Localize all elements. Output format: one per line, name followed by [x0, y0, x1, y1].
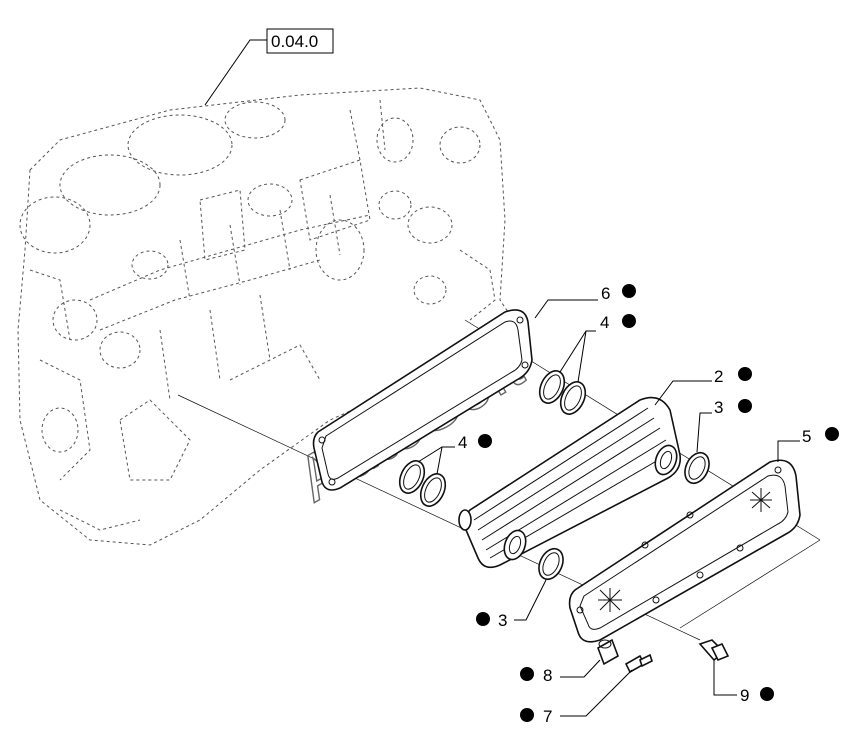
callout-6-dot: [622, 284, 636, 298]
callout-2-dot: [738, 367, 752, 381]
o-ring-part-3-upper: [684, 451, 710, 485]
callout-5-number: 5: [802, 427, 811, 446]
callout-2-number: 2: [714, 367, 723, 386]
callout-4-upper: 4: [559, 313, 636, 383]
callout-8-number: 8: [543, 666, 552, 685]
callout-9-dot: [760, 687, 774, 701]
o-ring-part-3-lower: [538, 547, 564, 581]
callout-7-dot: [520, 708, 534, 722]
callout-3-upper-number: 3: [714, 398, 723, 417]
callout-9: 9: [713, 660, 774, 705]
callout-4-upper-dot: [622, 314, 636, 328]
o-rings-part-4-upper: [538, 370, 587, 415]
screw-part-7: [624, 653, 653, 674]
callout-5: 5: [777, 427, 839, 462]
callout-8: 8: [520, 659, 601, 685]
callout-8-dot: [520, 667, 534, 681]
callout-5-dot: [825, 427, 839, 441]
reference-callout: 0.04.0: [204, 28, 334, 106]
callout-3-lower-dot: [476, 612, 490, 626]
plug-part-8: [597, 638, 619, 666]
oil-cooler-part-2: [458, 396, 682, 569]
callout-6: 6: [534, 284, 636, 319]
callout-3-upper: 3: [696, 398, 752, 453]
o-rings-part-4-lower: [398, 460, 447, 507]
callout-4-lower-number: 4: [458, 433, 467, 452]
engine-block: [17, 87, 521, 546]
callout-7-number: 7: [543, 707, 552, 726]
callout-4-lower-dot: [478, 434, 492, 448]
callout-3-lower-number: 3: [498, 611, 507, 630]
reference-label: 0.04.0: [271, 32, 318, 51]
callout-4-lower: 4: [417, 433, 492, 475]
callout-3-upper-dot: [738, 399, 752, 413]
callout-3-lower: 3: [476, 579, 547, 630]
callout-2: 2: [654, 367, 752, 406]
cover-plate-part-5: [568, 459, 801, 643]
callout-6-number: 6: [601, 284, 610, 303]
callout-9-number: 9: [740, 686, 749, 705]
callout-7: 7: [520, 669, 633, 726]
gasket-part-6: [312, 309, 533, 491]
callout-4-upper-number: 4: [600, 313, 609, 332]
bolt-part-9: [698, 639, 730, 662]
